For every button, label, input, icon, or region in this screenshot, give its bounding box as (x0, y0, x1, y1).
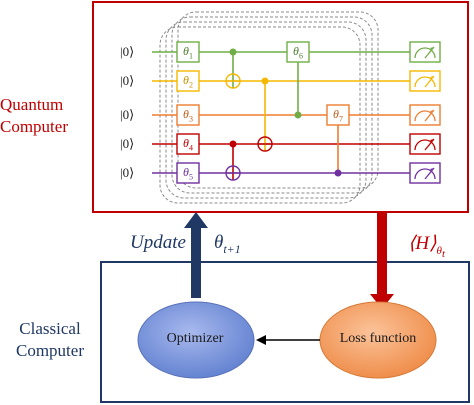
gate-theta6-label: θ6 (293, 44, 303, 61)
optimizer-node (137, 301, 255, 379)
gate-theta6 (286, 41, 310, 63)
gate-theta7-label: θ7 (333, 107, 343, 124)
update-label: Update (130, 232, 186, 253)
gate-theta4 (176, 133, 200, 155)
gate-theta2-label: θ2 (183, 73, 193, 90)
gate-theta3-label: θ3 (183, 107, 193, 124)
gate-theta1-label: θ1 (183, 44, 193, 61)
classical-computer-label: Classical Computer (16, 319, 84, 360)
gate-theta4-label: θ4 (183, 136, 193, 153)
theta-next-label: θt+1 (214, 232, 241, 256)
meter-icon (409, 162, 441, 184)
quantum-computer-box (92, 1, 469, 213)
gate-theta5-label: θ5 (183, 165, 193, 182)
meter-icon (409, 133, 441, 155)
cnot-q1-q3 (257, 77, 273, 152)
controlled-theta6 (294, 62, 302, 119)
update-arrow (184, 212, 208, 298)
ket-q2: |0⟩ (120, 107, 135, 122)
ket-q0: |0⟩ (120, 44, 135, 59)
optimizer-label: Optimizer (166, 331, 224, 346)
gate-theta5 (176, 162, 200, 184)
controlled-theta7 (334, 125, 342, 177)
expectation-arrow (370, 212, 394, 309)
gate-theta2 (176, 70, 200, 92)
cnot-q0-q1 (225, 48, 241, 89)
ket-q1: |0⟩ (120, 73, 135, 88)
ket-q3: |0⟩ (120, 136, 135, 151)
meter-icon (409, 70, 441, 92)
expectation-label: ⟨H⟩θt (408, 233, 446, 260)
loss-function-label: Loss function (339, 331, 417, 346)
cnot-q3-q4 (225, 140, 241, 181)
quantum-computer-label: Quantum Computer (0, 95, 68, 136)
gate-theta3 (176, 104, 200, 126)
ket-q4: |0⟩ (120, 165, 135, 180)
loss-to-optimizer-arrow (256, 335, 320, 345)
gate-theta7 (326, 104, 350, 126)
meter-icon (409, 41, 441, 63)
meter-icon (409, 104, 441, 126)
gate-theta1 (176, 41, 200, 63)
